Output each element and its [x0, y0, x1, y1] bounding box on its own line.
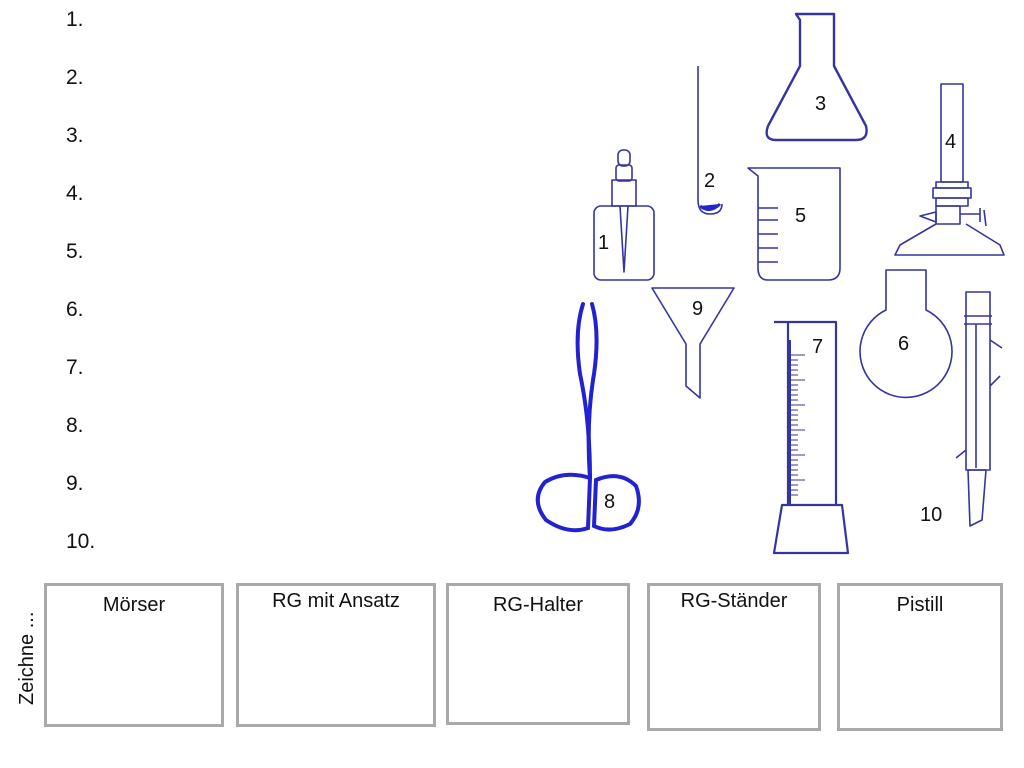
drawing-box-rg-mit-ansatz[interactable]: RG mit Ansatz	[236, 583, 436, 727]
measuring-cylinder-icon	[772, 320, 850, 555]
list-number: 9.	[66, 472, 84, 495]
list-number: 10.	[66, 530, 96, 553]
equipment-label-7: 7	[812, 336, 824, 358]
equipment-label-9: 9	[692, 298, 704, 320]
glass-tube-icon	[955, 291, 1003, 527]
equipment-label-1: 1	[598, 232, 610, 254]
funnel-icon	[651, 287, 735, 399]
list-number: 7.	[66, 356, 84, 379]
drawing-box-pistill[interactable]: Pistill	[837, 583, 1003, 731]
cylinder-scale	[788, 354, 805, 496]
list-number: 5.	[66, 240, 84, 263]
box-label: Mörser	[102, 594, 166, 616]
dropper-bottle-icon	[593, 149, 655, 281]
list-number: 6.	[66, 298, 84, 321]
list-number: 8.	[66, 414, 84, 437]
round-bottom-flask-icon	[859, 269, 953, 399]
box-label: Pistill	[896, 594, 944, 616]
list-number: 2.	[66, 66, 84, 89]
equipment-label-5: 5	[795, 205, 807, 227]
drawing-box-moerser[interactable]: Mörser	[44, 583, 224, 727]
beaker-icon	[747, 167, 841, 281]
cylinder-scale-bar	[788, 340, 791, 505]
lab-equipment-illustration	[535, 12, 1005, 555]
equipment-label-8: 8	[604, 491, 616, 513]
equipment-label-6: 6	[898, 333, 910, 355]
list-number: 4.	[66, 182, 84, 205]
scissors-icon	[535, 302, 641, 533]
box-label: RG-Ständer	[680, 590, 788, 612]
bunsen-burner-icon	[894, 83, 1005, 256]
list-number: 3.	[66, 124, 84, 147]
equipment-label-10: 10	[920, 504, 943, 526]
box-label: RG-Halter	[492, 594, 583, 616]
erlenmeyer-flask-icon	[765, 12, 868, 142]
equipment-label-4: 4	[945, 131, 957, 153]
drawing-box-rg-staender[interactable]: RG-Ständer	[647, 583, 821, 731]
equipment-label-2: 2	[704, 170, 716, 192]
drawing-box-rg-halter[interactable]: RG-Halter	[446, 583, 630, 725]
test-tube-liquid-icon	[700, 204, 720, 211]
list-number: 1.	[66, 8, 84, 31]
draw-prompt: Zeichne ...	[16, 611, 38, 705]
box-label: RG mit Ansatz	[272, 590, 400, 612]
equipment-label-3: 3	[815, 93, 827, 115]
